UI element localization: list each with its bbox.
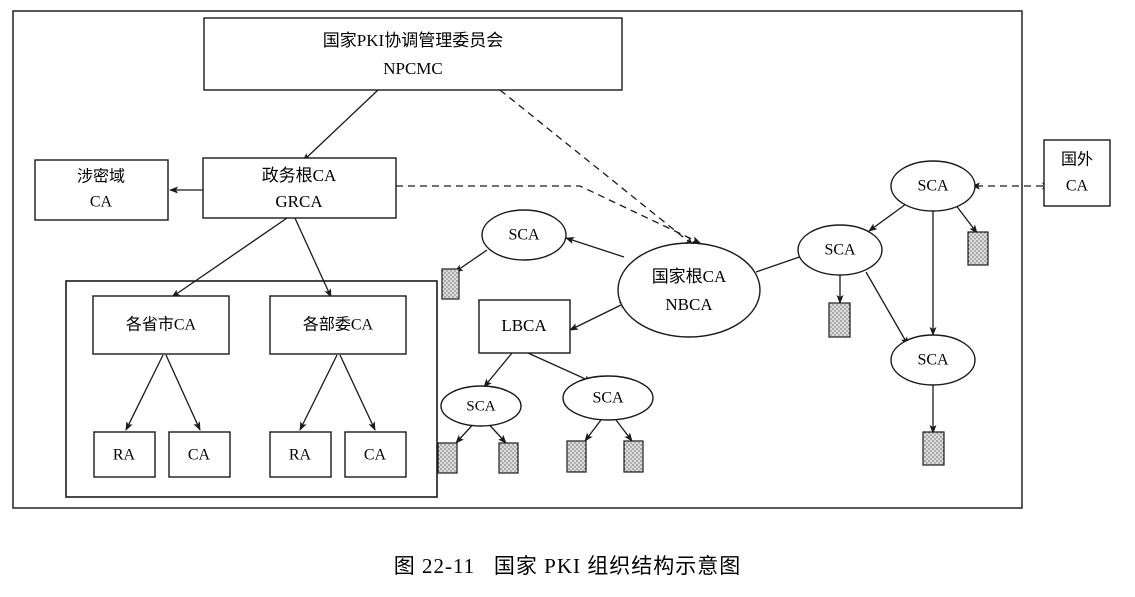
node-sca-right-bottom[interactable] [890,334,976,386]
node-foreign-ca[interactable] [1043,139,1111,207]
leaf-node-sca-lower-mid-b [623,440,644,473]
node-grca[interactable] [202,157,397,219]
node-sca-right-top[interactable] [890,160,976,212]
edge-sca-right-mid-to-sca-right-bottom [865,271,909,346]
node-npcmc-label-line1: 国家PKI协调管理委员会 [323,31,503,50]
node-secure-domain-ca[interactable] [34,159,169,221]
edge-ministry-ca-to-ca [339,354,376,431]
node-secure-domain-ca-label-line2: CA [90,194,113,211]
node-npcmc-label-line2: NPCMC [383,59,443,78]
figure-caption: 图 22-11 国家 PKI 组织结构示意图 [393,554,742,578]
node-lbca[interactable] [478,299,571,354]
node-nbca-label-line2: NBCA [665,295,713,314]
edge-lbca-to-sca-lower-left [483,352,513,388]
edge-province-ca-to-ca [165,354,201,431]
node-ministry-ca[interactable] [269,295,407,355]
leaf-node-sca-lower-left-a [437,442,458,474]
node-province-ra-label: RA [113,447,136,464]
node-province-ca-label: 各省市CA [126,316,197,334]
edge-grca-to-province-ca [171,215,291,298]
node-province-ca-leaf-label: CA [188,447,211,464]
diagram-outer-frame [12,10,1023,509]
node-ministry-ra[interactable] [269,431,332,478]
node-lbca-label: LBCA [501,316,547,335]
node-sca-upper-left[interactable] [481,209,567,261]
edge-npcmc-to-grca [302,89,379,162]
node-sca-right-bottom-label: SCA [917,352,949,369]
edge-ministry-ca-to-ra [299,354,338,431]
edge-sca-upper-left-to-leaf [454,249,488,273]
node-sca-lower-mid[interactable] [562,375,654,421]
node-ministry-ca-label: 各部委CA [303,316,374,334]
edge-grca-to-ministry-ca [293,215,332,298]
node-foreign-ca-label-line2: CA [1066,178,1089,195]
node-ministry-ca-leaf[interactable] [344,431,407,478]
node-sca-lower-left-label: SCA [466,398,495,414]
leaf-node-sca-lower-mid-a [566,440,587,473]
node-sca-right-mid-label: SCA [824,242,856,259]
edge-grca-to-nbca [388,182,701,244]
node-province-ca-leaf[interactable] [168,431,231,478]
edge-province-ca-to-ra [125,354,164,431]
node-province-ca[interactable] [92,295,230,355]
edge-nbca-to-sca-upper-left [565,237,625,258]
government-ca-group-frame [65,280,438,498]
node-sca-upper-left-label: SCA [508,227,540,244]
node-grca-label-line1: 政务根CA [262,166,337,185]
edge-sca-right-top-to-leaf [954,203,978,234]
node-ministry-ra-label: RA [289,447,312,464]
node-nbca-label-line1: 国家根CA [652,267,727,286]
node-sca-right-mid[interactable] [797,224,883,276]
node-foreign-ca-label-line1: 国外 [1061,151,1093,169]
leaf-node-sca-lower-left-b [498,442,519,474]
node-sca-lower-left[interactable] [440,385,522,427]
edge-lbca-to-sca-lower-mid [527,352,593,383]
edge-nbca-to-lbca [569,301,629,331]
node-sca-lower-mid-label: SCA [592,390,624,407]
node-secure-domain-ca-label-line1: 涉密域 [77,168,125,186]
node-sca-right-top-label: SCA [917,178,949,195]
leaf-node-sca-right-mid [828,302,851,338]
leaf-node-sca-upper-left [441,268,460,300]
leaf-node-sca-right-bottom [922,431,945,466]
node-grca-label-line2: GRCA [275,192,323,211]
node-province-ra[interactable] [93,431,156,478]
node-ministry-ca-leaf-label: CA [364,447,387,464]
edge-sca-right-top-to-sca-right-mid [868,203,907,232]
node-npcmc[interactable] [203,17,623,91]
node-nbca[interactable] [617,242,761,338]
leaf-node-sca-right-top [967,231,989,266]
